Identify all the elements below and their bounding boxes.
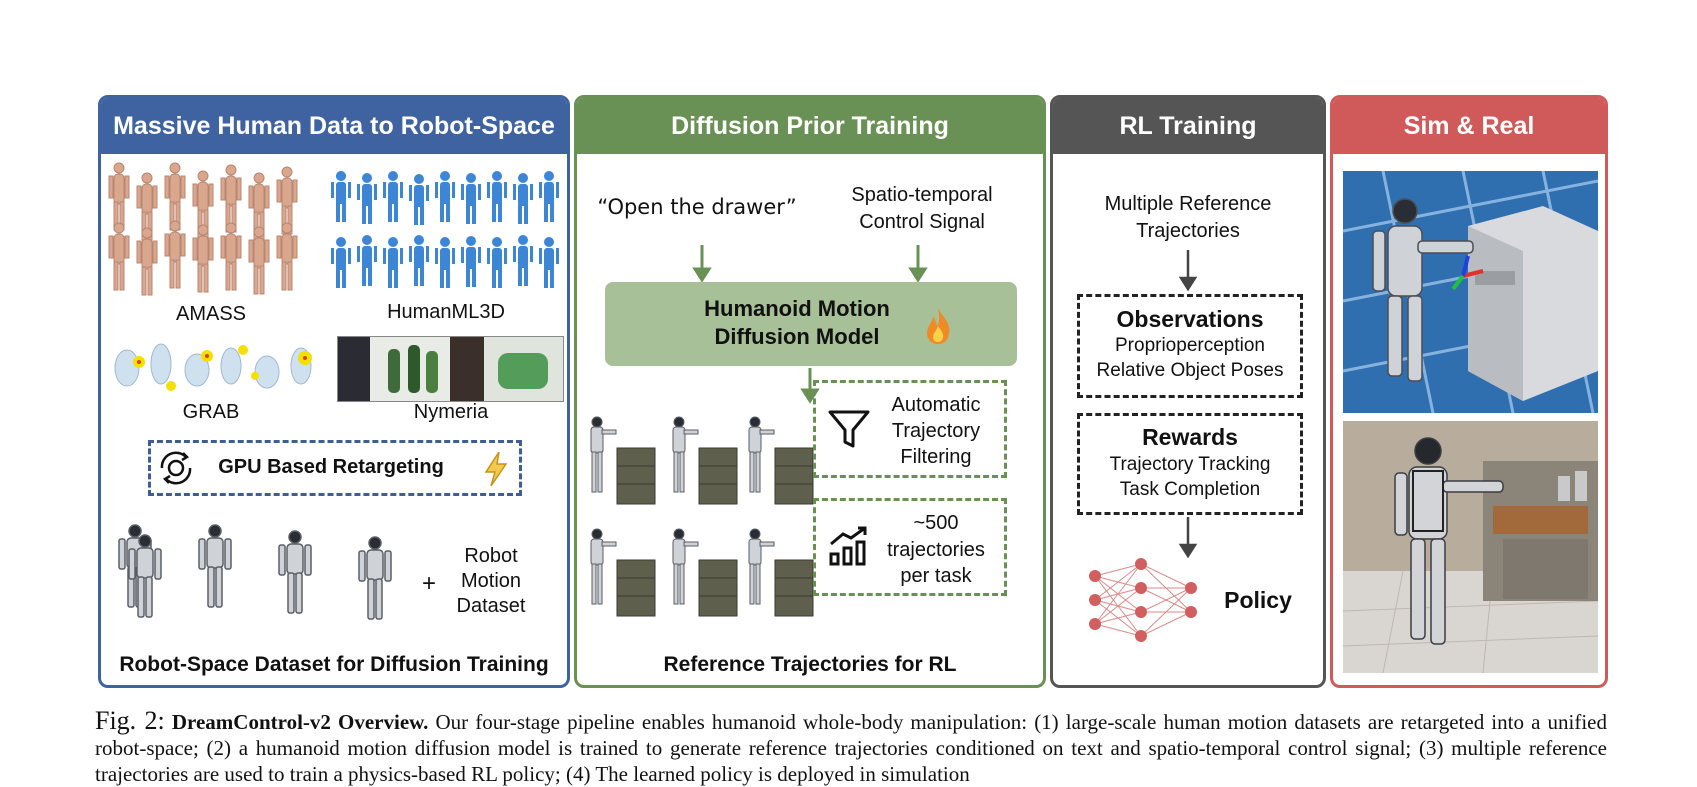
gpu-retargeting-label: GPU Based Retargeting [218, 456, 444, 478]
lightning-icon [484, 452, 508, 486]
panel-header: Diffusion Prior Training [577, 98, 1043, 154]
rewards-item-2: Task Completion [1119, 479, 1261, 500]
trajectory-filtering-box [813, 380, 1007, 478]
observations-item-1: Proprioperception [1115, 335, 1265, 356]
down-arrow [1178, 517, 1198, 559]
gpu-retargeting-box [148, 440, 522, 496]
diffusion-model-box [605, 282, 1017, 366]
robot-dataset-line2: Motion [460, 570, 522, 592]
neural-network-icon [1089, 558, 1197, 642]
reference-trajectory-frames [590, 416, 814, 617]
figure-caption: Fig. 2: DreamControl-v2 Overview. Our fo… [95, 708, 1607, 787]
panel-human-data: Massive Human Data to Robot-Space AMASS … [98, 95, 570, 688]
observations-item-2: Relative Object Poses [1096, 360, 1284, 381]
rewards-title: Rewards [1142, 424, 1238, 450]
dataset-label-nymeria: Nymeria [413, 401, 489, 423]
retarget-cycle-icon [160, 451, 192, 485]
grab-figures-image [114, 343, 312, 391]
panel-header: RL Training [1053, 98, 1323, 154]
observations-box [1077, 294, 1303, 398]
panel-header: Massive Human Data to Robot-Space [101, 98, 567, 154]
panel-rl-training: RL Training Multiple Reference Trajector… [1050, 95, 1326, 688]
text-prompt: “Open the drawer” [597, 195, 797, 219]
model-name-line2: Diffusion Model [714, 324, 880, 349]
input-arrows [692, 245, 928, 283]
flame-icon [927, 308, 950, 344]
panel-footer: Robot-Space Dataset for Diffusion Traini… [119, 653, 549, 676]
dataset-label-amass: AMASS [175, 303, 247, 325]
amass-figures-image [108, 162, 298, 296]
dataset-label-grab: GRAB [182, 401, 240, 423]
policy-label: Policy [1224, 587, 1292, 613]
caption-text: Our four-stage pipeline enables humanoid… [95, 710, 1607, 786]
refs-line2: Trajectories [1136, 220, 1240, 242]
robot-dataset-line1: Robot [464, 545, 518, 567]
dataset-label-humanml3d: HumanML3D [387, 301, 505, 323]
panel-sim-real: Sim & Real [1330, 95, 1608, 688]
model-name-line1: Humanoid Motion [704, 296, 890, 321]
nymeria-images [337, 336, 564, 402]
count-label-line1: ~500 [913, 512, 959, 534]
panel-diffusion: Diffusion Prior Training “Open the drawe… [574, 95, 1046, 688]
filter-label-line1: Automatic [891, 394, 981, 416]
filter-label-line2: Trajectory [891, 420, 981, 442]
rewards-box [1077, 413, 1303, 515]
filter-icon [828, 410, 870, 448]
humanml3d-figures-image [331, 171, 559, 288]
figure-number: Fig. 2: [95, 706, 165, 735]
caption-title: DreamControl-v2 Overview. [171, 710, 429, 734]
count-label-line3: per task [900, 565, 972, 587]
control-signal-line1: Spatio-temporal [851, 184, 993, 206]
control-signal-line2: Control Signal [859, 211, 985, 233]
real-world-image [1343, 421, 1598, 673]
simulation-image [1343, 171, 1598, 413]
plus-sign: + [421, 570, 436, 597]
bar-chart-growth-icon [829, 526, 867, 566]
robot-dataset-line3: Dataset [456, 595, 526, 617]
filter-label-line3: Filtering [900, 446, 972, 468]
panel-footer: Reference Trajectories for RL [663, 653, 957, 676]
rewards-item-1: Trajectory Tracking [1109, 454, 1271, 475]
observations-title: Observations [1116, 306, 1264, 332]
robot-poses-image [118, 524, 392, 620]
down-arrow [1178, 250, 1198, 292]
refs-line1: Multiple Reference [1104, 193, 1272, 215]
trajectory-count-box [813, 498, 1007, 596]
panel-header: Sim & Real [1333, 98, 1605, 154]
count-label-line2: trajectories [887, 539, 985, 561]
